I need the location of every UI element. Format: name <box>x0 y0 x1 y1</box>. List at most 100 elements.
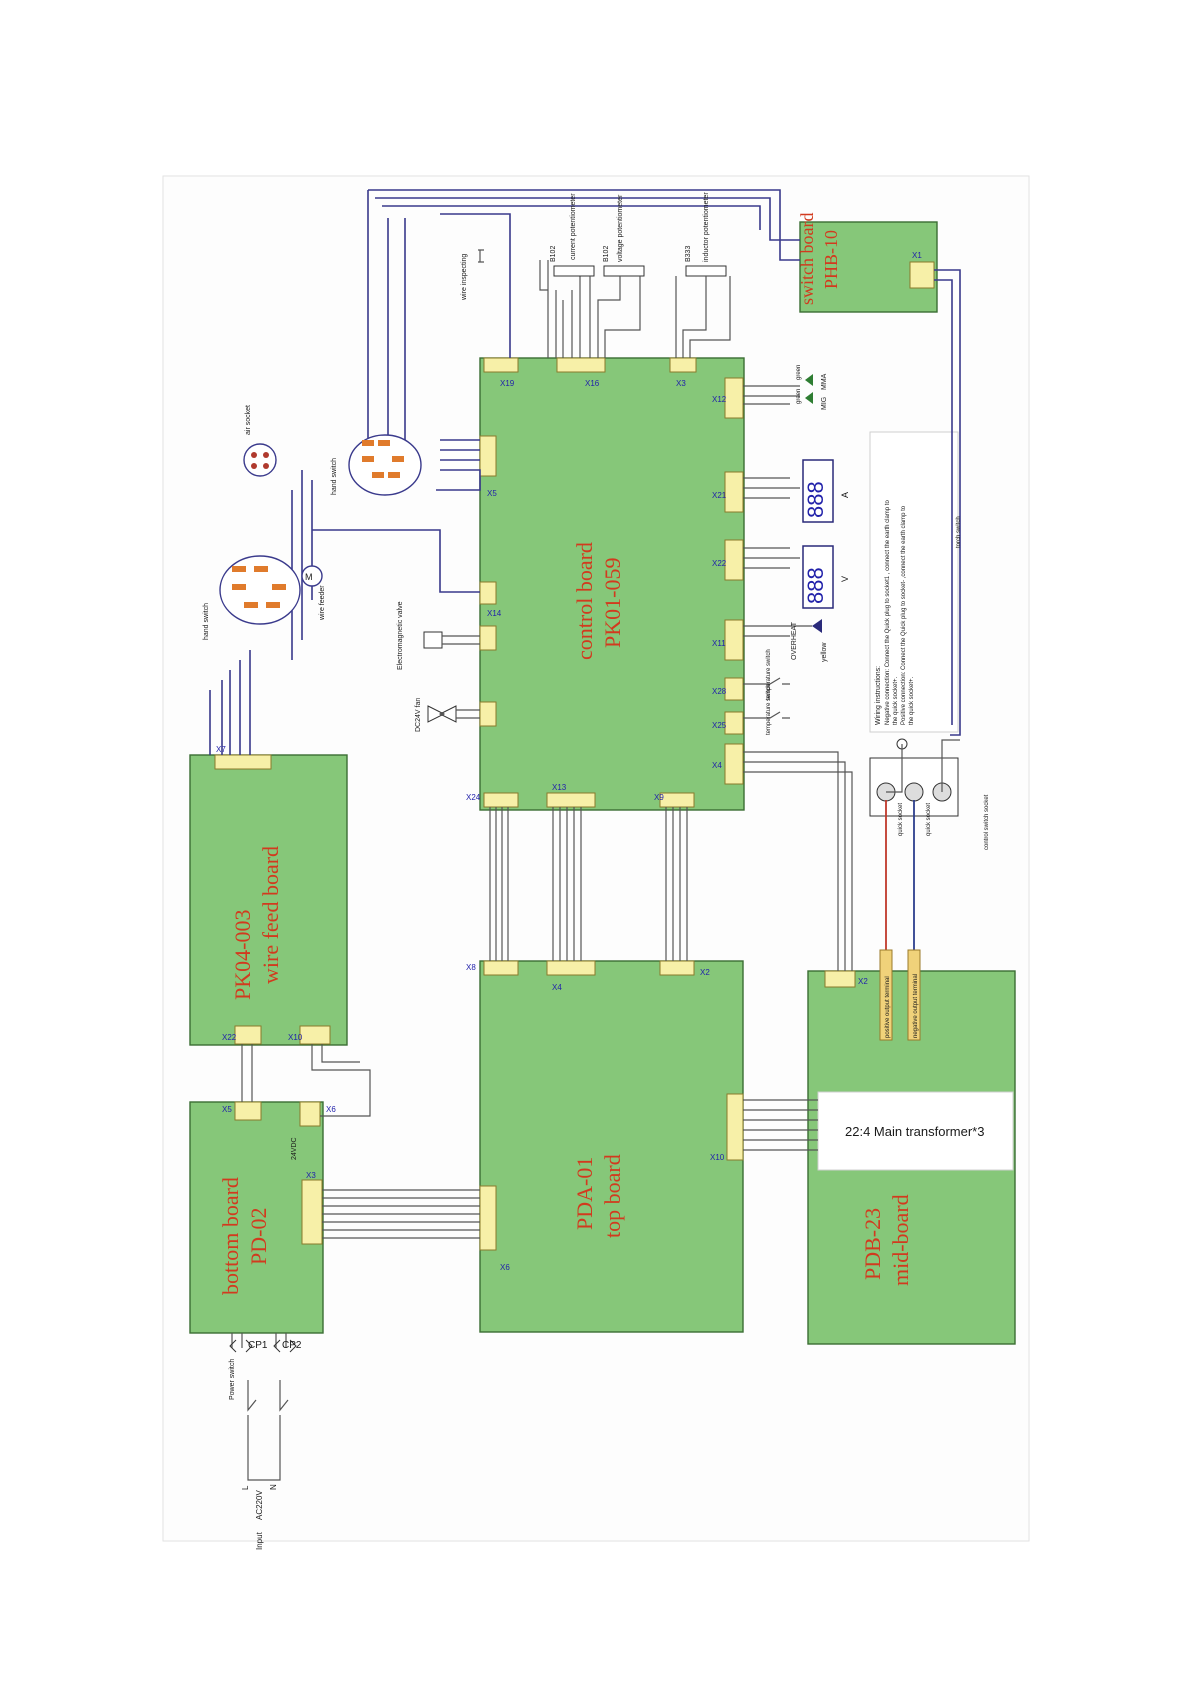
svg-text:AC220V: AC220V <box>255 1490 264 1520</box>
svg-text:bottom board: bottom board <box>218 1177 243 1295</box>
svg-text:MMA: MMA <box>821 373 828 390</box>
svg-text:air socket: air socket <box>245 405 252 435</box>
label-x5: X5 <box>487 489 497 498</box>
wire-feeder-motor: M <box>301 565 323 587</box>
transformer-label: 22:4 Main transformer*3 <box>845 1124 984 1139</box>
line-l-label: L <box>241 1485 250 1490</box>
svg-text:PDB-23: PDB-23 <box>860 1208 885 1280</box>
svg-text:inductor potentiometer: inductor potentiometer <box>703 192 710 262</box>
temperature-switch-label-1: temperature switch <box>766 649 772 700</box>
connector-x22-wf <box>234 1025 262 1045</box>
top-board-title: PDA-01 top board <box>572 1154 625 1238</box>
svg-text:M: M <box>305 572 313 582</box>
label-x30-wf: X10 <box>288 1033 303 1042</box>
electromagnetic-valve <box>423 631 480 649</box>
connector-x1-fan <box>479 701 497 727</box>
svg-text:hand switch: hand switch <box>331 458 338 495</box>
connector-x13 <box>546 792 596 808</box>
negative-terminal-label: negative output terminal <box>913 974 919 1038</box>
voltmeter: 888 <box>743 545 834 609</box>
svg-text:PHB-10: PHB-10 <box>821 230 841 289</box>
svg-text:green: green <box>796 389 802 404</box>
wire-inspecting-label: wire inspecting <box>461 254 468 301</box>
label-x6-bottom: X6 <box>326 1105 336 1114</box>
input-label: Input <box>255 1531 264 1550</box>
led-mig-label: MIG <box>821 397 828 410</box>
connector-x4-top <box>546 960 596 976</box>
dc24v-fan <box>427 705 480 723</box>
svg-text:Power switch: Power switch <box>229 1359 236 1400</box>
power-input-circuit <box>229 1333 297 1481</box>
svg-text:temperature switch: temperature switch <box>766 684 772 735</box>
connector-x26 <box>724 711 744 735</box>
fan-label: DC24V fan <box>415 698 422 732</box>
svg-text:current potentiometer: current potentiometer <box>570 193 577 260</box>
control-switch-socket-label: control switch socket <box>984 794 990 850</box>
svg-text:voltage potentiometer: voltage potentiometer <box>617 194 624 262</box>
switch-board-title: switch board PHB-10 <box>797 213 841 305</box>
bus-top-to-transformer <box>743 1099 818 1151</box>
svg-text:Electromagnetic valve: Electromagnetic valve <box>397 601 404 670</box>
wiring-line-4: the quick socket+. <box>909 676 915 725</box>
connector-x11 <box>724 619 744 661</box>
label-x22: X22 <box>712 559 727 568</box>
air-socket-label: air socket <box>245 405 252 435</box>
connector-x6-bottom <box>299 1101 321 1127</box>
svg-text:PD-02: PD-02 <box>246 1208 271 1265</box>
label-x1-switch: X1 <box>912 251 922 260</box>
positive-terminal <box>879 949 893 1041</box>
mid-board-title: PDB-23 mid-board <box>860 1194 913 1286</box>
potentiometers <box>539 260 731 358</box>
label-x4: X4 <box>712 761 722 770</box>
label-x8: X8 <box>466 963 476 972</box>
wire-inspecting-switch <box>478 249 484 263</box>
meter-a-label: A <box>840 492 850 498</box>
air-socket <box>243 443 277 477</box>
svg-text:888: 888 <box>803 481 828 518</box>
svg-text:quick socket: quick socket <box>898 803 904 836</box>
svg-text:control board: control board <box>572 542 597 660</box>
led-mma-label: MMA <box>821 373 828 390</box>
meter-v-label: V <box>840 576 850 582</box>
cp1-label: CP1 <box>248 1340 268 1351</box>
svg-text:green: green <box>796 365 802 380</box>
cp2-label: CP2 <box>282 1340 302 1351</box>
svg-text:DC24V fan: DC24V fan <box>415 698 422 732</box>
svg-text:L: L <box>241 1485 250 1490</box>
ammeter: 888 <box>743 459 834 523</box>
connector-x28 <box>724 677 744 701</box>
connector-x3-bottom <box>301 1179 323 1245</box>
svg-text:hand switch: hand switch <box>203 603 210 640</box>
bus-control-to-top <box>489 807 688 961</box>
wiring-instructions-box <box>869 431 959 733</box>
connector-x7 <box>214 754 272 770</box>
pot-value-1: B102 <box>550 246 557 262</box>
hand-switch-connector-left <box>219 555 301 625</box>
label-x7: X7 <box>216 745 226 754</box>
bottom-board <box>189 1101 324 1334</box>
quick-socket-label-2: quick socket <box>926 803 932 836</box>
label-x3-bottom: X3 <box>306 1171 316 1180</box>
svg-text:control switch socket: control switch socket <box>984 794 990 850</box>
torch-switch-label: torch switch <box>956 516 962 548</box>
connector-x2-top <box>659 960 695 976</box>
led-green-1: green <box>796 365 802 380</box>
svg-text:wire feeder: wire feeder <box>319 585 326 621</box>
hand-switch-label-right: hand switch <box>331 458 338 495</box>
svg-text:negative output terminal: negative output terminal <box>913 974 919 1038</box>
label-x19: X19 <box>500 379 515 388</box>
voltage-pot-label: voltage potentiometer <box>617 194 624 262</box>
connector-x4 <box>724 743 744 785</box>
svg-text:PK01-059: PK01-059 <box>600 558 625 648</box>
svg-text:positive output terminal: positive output terminal <box>885 976 891 1038</box>
overheat-label: OVERHEAT <box>791 621 798 660</box>
wiring-top-loop <box>209 189 961 755</box>
label-x12: X12 <box>712 395 727 404</box>
pot-value-3: B333 <box>685 246 692 262</box>
svg-text:V: V <box>840 576 850 582</box>
label-x3: X3 <box>676 379 686 388</box>
line-n-label: N <box>269 1484 278 1490</box>
quick-socket-label-1: quick socket <box>898 803 904 836</box>
label-x13: X13 <box>552 783 567 792</box>
